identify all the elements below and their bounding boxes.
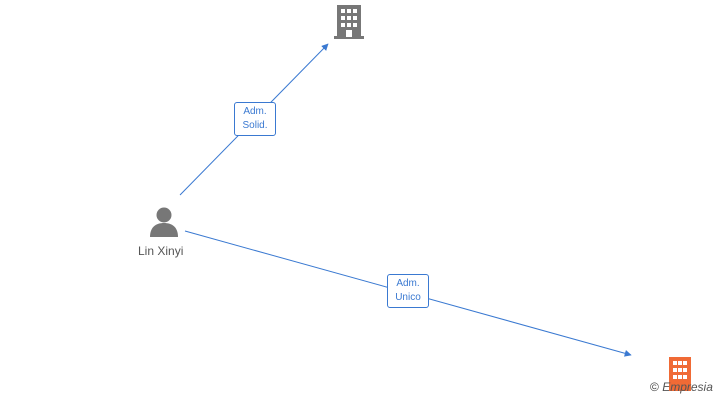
- edge-label-line2: Solid.: [242, 120, 268, 131]
- edge-label-adm-unico: Adm. Unico: [387, 274, 429, 308]
- person-icon: [150, 207, 178, 237]
- watermark-brand: Empresia: [662, 380, 713, 394]
- building-icon: [334, 5, 364, 39]
- person-node[interactable]: [148, 207, 180, 242]
- edge-label-line2: Unico: [395, 292, 421, 303]
- company-node-top[interactable]: [333, 5, 365, 44]
- person-name-label: Lin Xinyi: [138, 244, 184, 258]
- company-node-bottom[interactable]: [667, 357, 693, 396]
- building-icon: [669, 357, 691, 391]
- edge-label-line1: Adm.: [396, 278, 420, 289]
- edge-label-line1: Adm.: [243, 106, 267, 117]
- edge-label-adm-solid: Adm. Solid.: [234, 102, 276, 136]
- watermark: © Empresia: [650, 380, 713, 394]
- copyright-symbol: ©: [650, 380, 659, 394]
